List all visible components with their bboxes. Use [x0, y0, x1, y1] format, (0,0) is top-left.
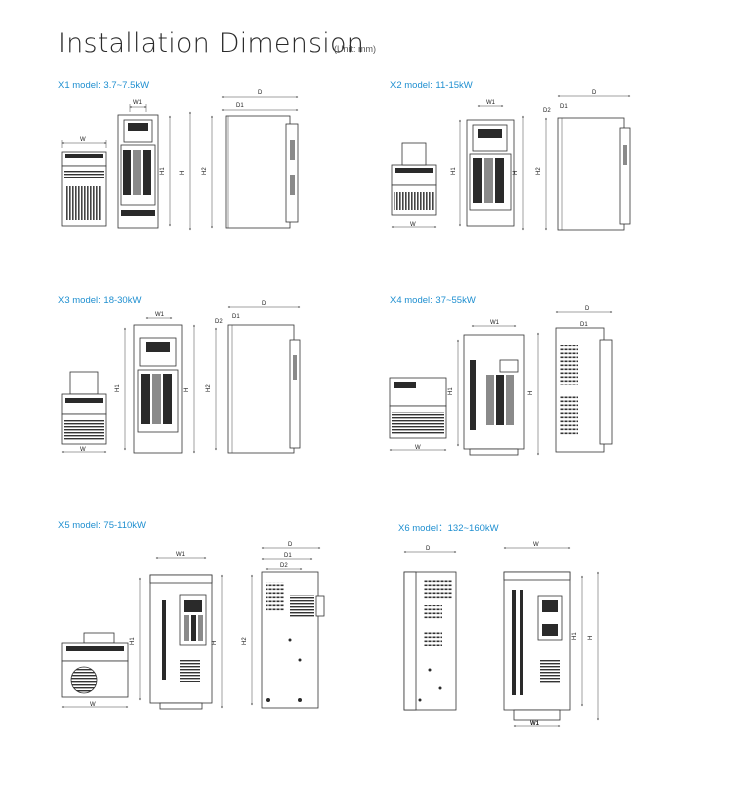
dim-label: D — [262, 301, 267, 307]
x2-thumbnail: W — [391, 142, 437, 228]
model-label-x3: X3 model: 18-30kW — [58, 295, 142, 306]
dim-label: W1 — [490, 320, 500, 326]
dim-label: H1 — [448, 387, 454, 395]
dim-label: W — [410, 222, 416, 228]
x4-thumbnail: W — [389, 377, 447, 451]
x6-front-view: W W1 H1 H — [503, 542, 599, 727]
x2-front-view: W1 H1 H — [451, 100, 524, 231]
x3-drawing: W W1 H1 H D D1 D2 H2 — [61, 301, 301, 454]
dim-label: D — [585, 306, 590, 312]
dim-label: D1 — [580, 322, 588, 328]
dim-label: H — [184, 388, 190, 392]
dim-label: D1 — [284, 553, 292, 559]
dim-label: H2 — [202, 167, 208, 175]
dim-label: H — [212, 641, 218, 645]
dim-label: W1 — [486, 100, 496, 106]
x1-side-view: D D1 H2 — [202, 90, 299, 229]
x2-side-view: D D1 D2 H2 — [536, 90, 631, 231]
x3-thumbnail: W — [61, 371, 107, 453]
dim-label: H1 — [115, 384, 121, 392]
dim-label: W1 — [530, 721, 540, 727]
dim-label: W — [415, 445, 421, 451]
dim-label: D2 — [215, 319, 223, 325]
unit-note: (Unit: mm) — [334, 44, 376, 54]
dim-label: H1 — [572, 632, 578, 640]
dim-label: W — [533, 542, 539, 548]
x5-side-view: D D1 D2 H2 — [242, 542, 325, 709]
dim-label: H2 — [536, 167, 542, 175]
dim-label: D — [288, 542, 293, 548]
x1-drawing: W W1 H1 H D — [61, 90, 299, 231]
x3-front-view: W1 H1 H — [115, 312, 195, 454]
page-title: Installation Dimension — [58, 28, 365, 59]
dim-label: H — [588, 636, 594, 640]
x2-drawing: W W1 H1 H D D1 D2 H2 — [391, 90, 631, 231]
x5-thumbnail: W — [61, 632, 129, 708]
dim-label: H2 — [206, 384, 212, 392]
dim-label: H — [513, 171, 519, 175]
dim-label: H2 — [242, 637, 248, 645]
model-label-x1: X1 model: 3.7~7.5kW — [58, 80, 150, 91]
dim-label: D2 — [280, 563, 288, 569]
dim-label: H1 — [451, 167, 457, 175]
dim-label: H — [528, 391, 534, 395]
x4-drawing: W W1 H1 H D D1 — [389, 306, 613, 456]
dim-label: W — [90, 702, 96, 708]
x3-side-view: D D1 D2 H2 — [206, 301, 301, 454]
dim-label: D — [258, 90, 263, 96]
model-label-x4: X4 model: 37~55kW — [390, 295, 476, 306]
model-label-x2: X2 model: 11-15kW — [390, 80, 473, 91]
model-label-x6: X6 model：132~160kW — [398, 523, 499, 534]
x5-drawing: W W1 H1 H D — [61, 542, 325, 710]
x1-thumbnail: W — [61, 137, 107, 227]
x4-front-view: W1 H1 H — [448, 320, 539, 456]
dim-label: H — [180, 171, 186, 175]
x5-front-view: W1 H1 H — [130, 552, 223, 710]
dim-label: W1 — [176, 552, 186, 558]
dim-label: D — [426, 546, 431, 552]
dim-label: D1 — [560, 104, 568, 110]
x1-front-view: W1 H1 H — [117, 100, 191, 231]
dim-label: D1 — [236, 103, 244, 109]
x6-drawing: D W W1 H1 H — [403, 542, 599, 727]
dim-label: W — [80, 447, 86, 453]
dim-label: W — [80, 137, 86, 143]
dim-label: W1 — [155, 312, 165, 318]
dim-label: D — [592, 90, 597, 96]
dim-label: D2 — [543, 108, 551, 114]
x4-side-view: D D1 — [555, 306, 613, 453]
dim-label: H1 — [130, 637, 136, 645]
dim-label: H1 — [160, 167, 166, 175]
x6-side-view: D — [403, 546, 457, 711]
model-label-x5: X5 model: 75-110kW — [58, 520, 147, 531]
dim-label: W1 — [133, 100, 143, 106]
dim-label: D1 — [232, 314, 240, 320]
